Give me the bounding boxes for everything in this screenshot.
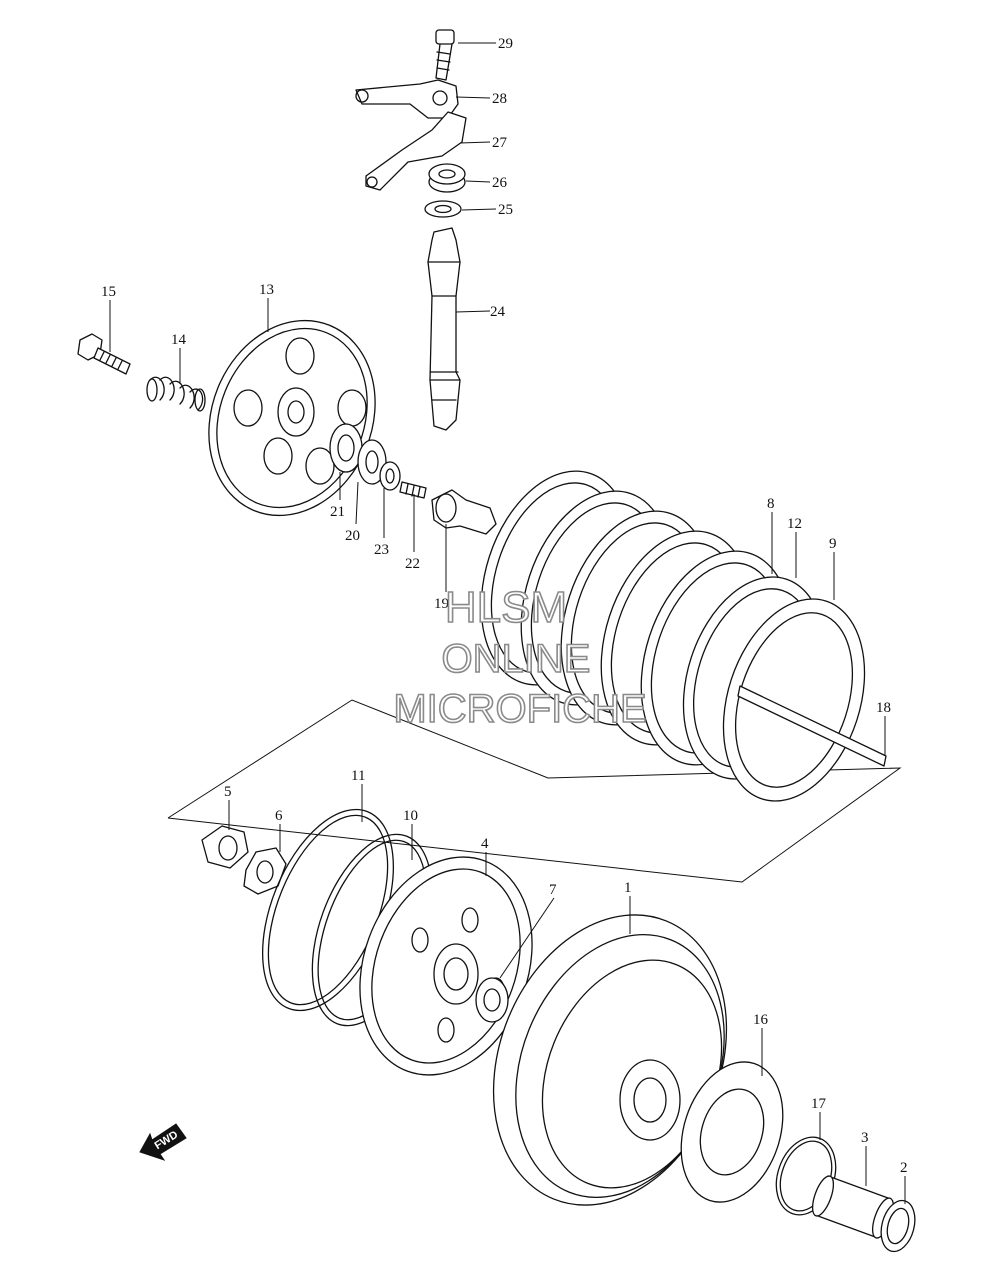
part-23-nut-drawing [379,461,401,491]
part-19-push-piece-drawing [431,489,497,535]
part-21-bearing-drawing [329,423,363,473]
callout-8: 8 [767,496,775,512]
callout-15: 15 [101,284,116,300]
callout-22: 22 [405,556,420,572]
part-13-pressure-plate-drawing [208,319,376,517]
callout-12: 12 [787,516,802,532]
callout-10: 10 [403,808,418,824]
callout-13: 13 [259,282,274,298]
callout-27: 27 [492,135,508,151]
part-1-clutch-housing-drawing [492,914,728,1206]
part-29-bolt-drawing [435,29,455,81]
part-25-washer-drawing [424,200,462,218]
callout-17: 17 [811,1096,827,1112]
callout-labels: 1 2 3 4 5 6 7 8 9 10 11 12 13 14 15 16 1… [101,36,908,1176]
part-14-spring-drawing [146,376,206,412]
callout-24: 24 [490,304,506,320]
callout-3: 3 [861,1130,869,1146]
callout-7: 7 [549,882,557,898]
part-28-lever-drawing [355,79,459,119]
clutch-plate-stack-drawing [480,470,866,802]
callout-28: 28 [492,91,507,107]
callout-4: 4 [481,836,489,852]
callout-1: 1 [624,880,632,896]
callout-23: 23 [374,542,389,558]
callout-19: 19 [434,596,449,612]
part-5-nut-drawing [201,825,249,869]
part-18-push-rod-drawing [737,685,887,767]
callout-5: 5 [224,784,232,800]
part-6-washer-drawing [243,847,287,895]
part-22-pin-drawing [399,481,427,499]
part-3-spacer-drawing [811,1175,895,1239]
callout-29: 29 [498,36,513,52]
part-20-washer-drawing [357,439,387,485]
callout-26: 26 [492,175,508,191]
part-7-washer-drawing [475,977,509,1023]
callout-18: 18 [876,700,891,716]
forward-arrow-icon: FWD [139,1123,187,1161]
callout-16: 16 [753,1012,769,1028]
leader-lines [109,42,906,1204]
callout-2: 2 [900,1160,908,1176]
watermark: HLSM ONLINE MICROFICHE [393,582,648,732]
part-16-gear-drawing [680,1061,784,1203]
callout-21: 21 [330,504,345,520]
part-26-seal-drawing [428,163,466,193]
callout-14: 14 [171,332,187,348]
watermark-line-1: HLSM [445,583,567,632]
callout-25: 25 [498,202,513,218]
watermark-line-2: ONLINE [442,637,591,681]
part-27-arm-drawing [365,111,467,191]
callout-11: 11 [351,768,365,784]
watermark-line-3: MICROFICHE [393,687,646,731]
callout-20: 20 [345,528,360,544]
callout-6: 6 [275,808,283,824]
callout-9: 9 [829,536,837,552]
part-24-shaft-drawing [427,227,461,431]
part-15-bolt-drawing [77,333,131,375]
